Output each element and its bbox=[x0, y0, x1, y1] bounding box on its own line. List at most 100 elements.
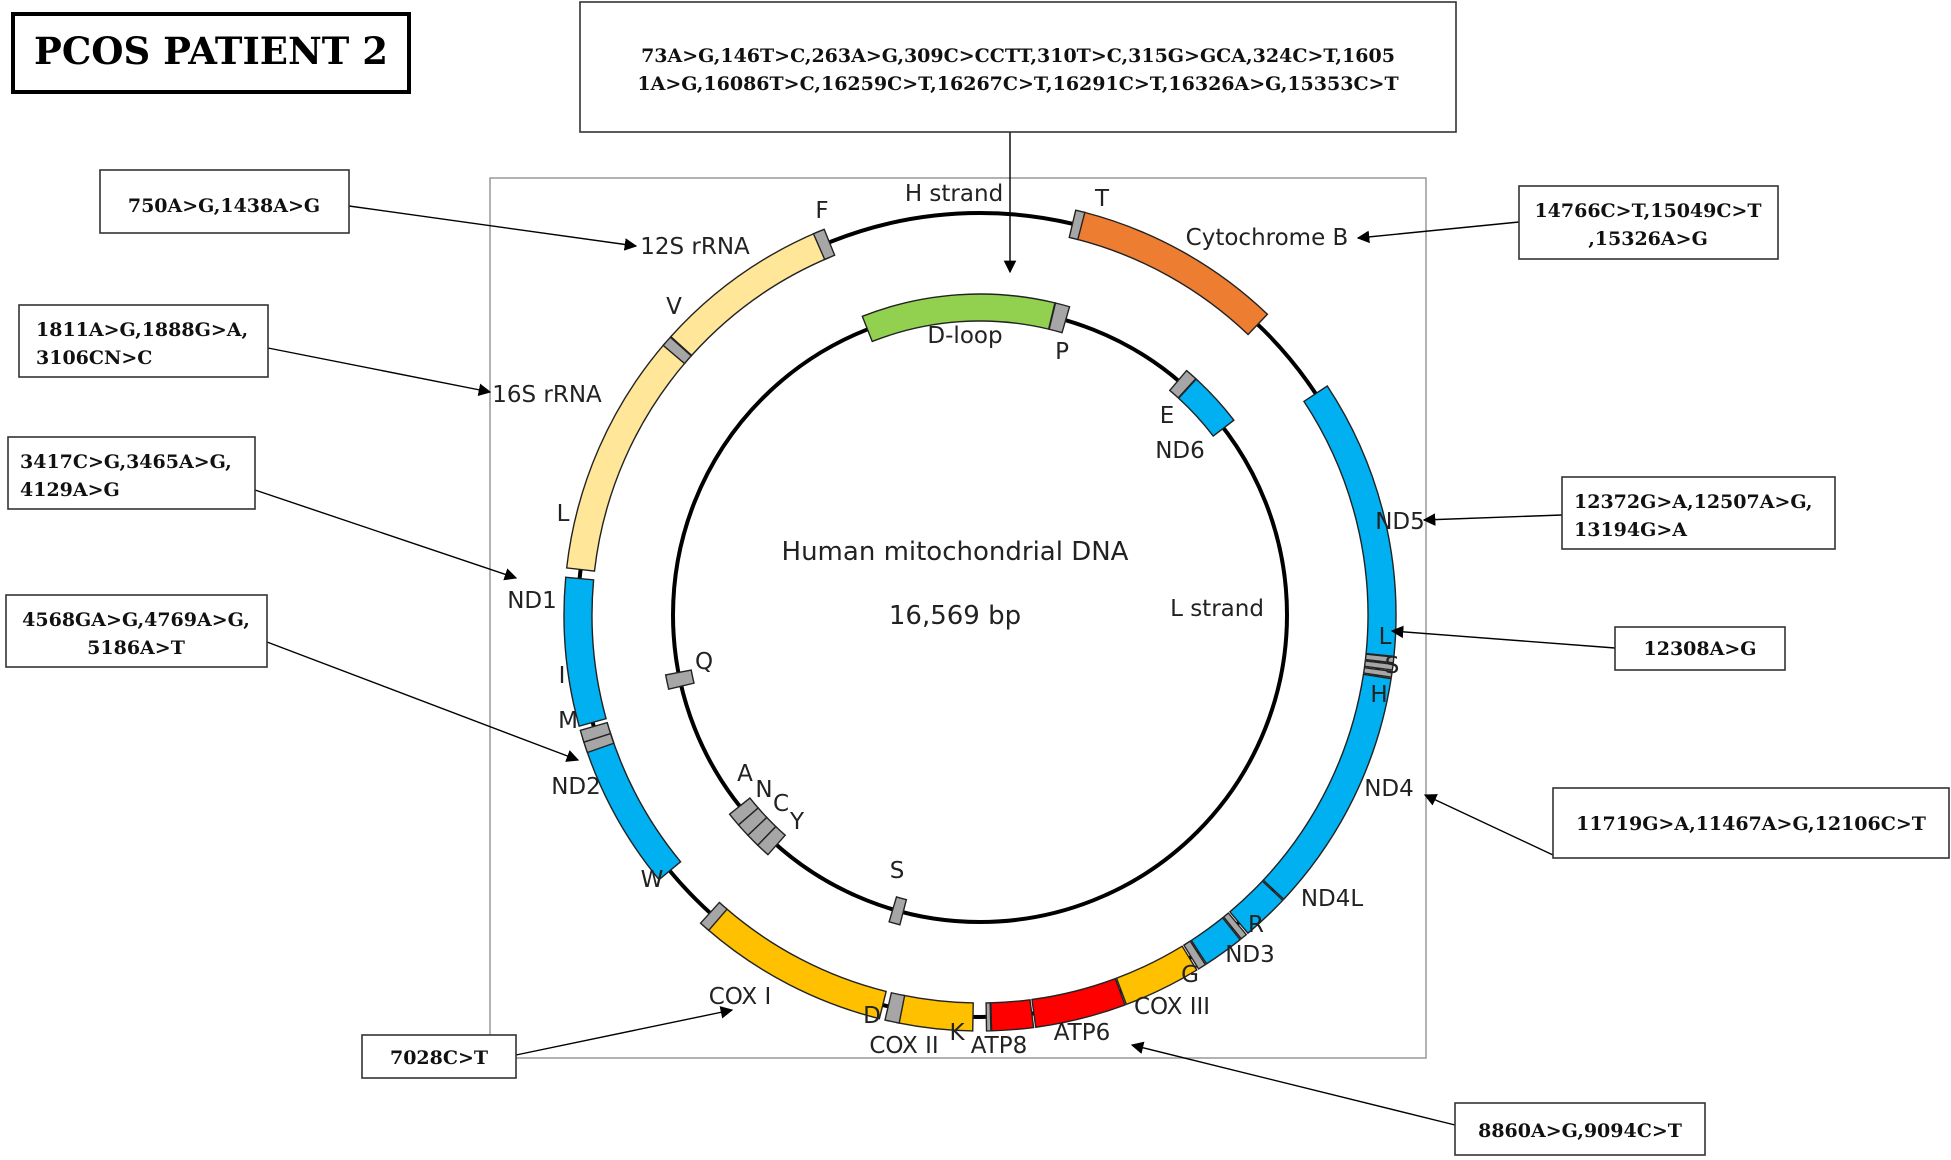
segment-16s-rrna bbox=[565, 342, 688, 572]
mutation-box-dloop: 73A>G,146T>C,263A>G,309C>CCTT,310T>C,315… bbox=[579, 1, 1457, 133]
label-cytochrome-b: Cytochrome B bbox=[1186, 225, 1349, 251]
arrow-cytb bbox=[1356, 221, 1520, 244]
trna-label-p: P bbox=[1055, 339, 1069, 365]
trna-label-m: M bbox=[558, 708, 578, 734]
mutation-box-nd2: 4568GA>G,4769A>G, 5186A>T bbox=[5, 594, 268, 668]
mutation-16s-line1: 1811A>G,1888G>A, bbox=[36, 319, 248, 341]
mutation-nd5-line2: 13194G>A bbox=[1574, 519, 1687, 541]
mutation-trna-l: 12308A>G bbox=[1644, 638, 1757, 660]
trna-label-s1: S bbox=[890, 858, 905, 884]
label-nd6: ND6 bbox=[1155, 438, 1205, 464]
trna-label-n: N bbox=[755, 777, 772, 803]
trna-label-l1: L bbox=[557, 501, 570, 527]
segment-nd4l bbox=[1228, 880, 1284, 935]
trna-label-y: Y bbox=[789, 809, 805, 835]
annotation-arrows bbox=[254, 132, 1616, 1126]
center-title: Human mitochondrial DNA bbox=[782, 537, 1129, 567]
arrow-atp bbox=[1130, 1041, 1456, 1126]
label-cox3: COX III bbox=[1134, 994, 1210, 1020]
mutation-cox1: 7028C>T bbox=[390, 1047, 488, 1069]
segment-cytochrome-b bbox=[1076, 211, 1269, 336]
trna-mark-f bbox=[812, 228, 836, 261]
mutation-box-cox1: 7028C>T bbox=[361, 1034, 517, 1079]
trna-label-l2: L bbox=[1379, 624, 1392, 650]
mutation-box-trna-l: 12308A>G bbox=[1614, 626, 1786, 671]
mutation-nd2-line2: 5186A>T bbox=[87, 637, 185, 659]
segment-atp6 bbox=[1031, 977, 1126, 1029]
trna-mark-q bbox=[664, 669, 695, 691]
trna-label-v: V bbox=[666, 294, 682, 320]
trna-label-r: R bbox=[1248, 912, 1264, 938]
map-frame bbox=[489, 177, 1427, 1059]
mutation-nd1-line2: 4129A>G bbox=[20, 479, 120, 501]
arrow-12s bbox=[348, 205, 638, 251]
trna-mark-w bbox=[699, 901, 728, 932]
label-d-loop: D-loop bbox=[927, 323, 1002, 349]
mutation-12s: 750A>G,1438A>G bbox=[128, 195, 320, 217]
gene-labels: 12S rRNA 16S rRNA ND1 ND2 COX I COX II A… bbox=[492, 225, 1425, 1059]
segment-nd4 bbox=[1262, 673, 1392, 901]
trna-label-q: Q bbox=[695, 649, 713, 675]
mutation-nd1-line1: 3417C>G,3465A>G, bbox=[20, 451, 232, 473]
segment-cox3 bbox=[1115, 945, 1198, 1006]
center-size: 16,569 bp bbox=[889, 601, 1021, 631]
mutation-box-12s: 750A>G,1438A>G bbox=[99, 169, 350, 234]
label-cox2: COX II bbox=[869, 1033, 938, 1059]
trna-label-g: G bbox=[1181, 962, 1199, 988]
segment-nd6 bbox=[1177, 378, 1235, 438]
arrow-nd2 bbox=[266, 641, 580, 762]
trna-label-f: F bbox=[815, 198, 828, 224]
mutation-nd5-line1: 12372G>A,12507A>G, bbox=[1574, 491, 1813, 513]
mutation-cytb-line1: 14766C>T,15049C>T bbox=[1534, 200, 1761, 222]
mutation-box-nd5: 12372G>A,12507A>G, 13194G>A bbox=[1561, 476, 1836, 550]
title-box: PCOS PATIENT 2 bbox=[11, 12, 411, 94]
arrow-nd4 bbox=[1423, 794, 1554, 856]
mutation-cytb-line2: ,15326A>G bbox=[1588, 228, 1708, 250]
trna-mark-v bbox=[662, 336, 693, 365]
trna-mark-s1 bbox=[888, 896, 908, 926]
mutation-dloop-line1: 73A>G,146T>C,263A>G,309C>CCTT,310T>C,315… bbox=[641, 45, 1395, 67]
trna-mark-y bbox=[728, 797, 760, 826]
trna-mark-k bbox=[985, 1002, 992, 1032]
arrow-16s bbox=[267, 347, 492, 396]
mutation-box-cytb: 14766C>T,15049C>T ,15326A>G bbox=[1518, 185, 1779, 260]
label-nd5: ND5 bbox=[1375, 509, 1425, 535]
h-strand-label: H strand bbox=[905, 181, 1003, 207]
label-nd4: ND4 bbox=[1364, 776, 1414, 802]
trna-label-a: A bbox=[737, 761, 753, 787]
trna-mark-h bbox=[1362, 666, 1393, 679]
mutation-box-nd4: 11719G>A,11467A>G,12106C>T bbox=[1552, 787, 1950, 859]
label-atp6: ATP6 bbox=[1054, 1020, 1111, 1046]
trna-mark-r bbox=[1222, 912, 1248, 940]
l-strand-label: L strand bbox=[1170, 596, 1264, 622]
trna-mark-s2 bbox=[1363, 660, 1394, 671]
label-nd1: ND1 bbox=[507, 588, 557, 614]
mutation-nd2-line1: 4568GA>G,4769A>G, bbox=[22, 609, 250, 631]
inner-gene-segments bbox=[664, 293, 1235, 926]
arrow-trna-l bbox=[1390, 625, 1616, 649]
segment-nd1 bbox=[563, 576, 607, 728]
trna-mark-g bbox=[1182, 940, 1207, 970]
trna-mark-e bbox=[1168, 369, 1197, 399]
mutation-atp: 8860A>G,9094C>T bbox=[1478, 1120, 1682, 1142]
trna-mark-l2 bbox=[1364, 653, 1395, 664]
trna-mark-d bbox=[884, 991, 906, 1024]
label-12s-rrna: 12S rRNA bbox=[640, 234, 750, 260]
mutation-nd4: 11719G>A,11467A>G,12106C>T bbox=[1576, 813, 1926, 835]
mutation-box-nd1: 3417C>G,3465A>G, 4129A>G bbox=[7, 436, 256, 510]
outer-gene-segments bbox=[563, 209, 1397, 1032]
trna-label-c: C bbox=[773, 791, 789, 817]
mutation-dloop-line2: 1A>G,16086T>C,16259C>T,16267C>T,16291C>T… bbox=[637, 73, 1398, 95]
mutation-box-atp: 8860A>G,9094C>T bbox=[1454, 1102, 1706, 1156]
trna-mark-m bbox=[583, 732, 615, 754]
mutation-box-16s: 1811A>G,1888G>A, 3106CN>C bbox=[18, 304, 269, 378]
trna-label-t: T bbox=[1094, 186, 1110, 212]
mutation-16s-line2: 3106CN>C bbox=[36, 347, 152, 369]
trna-label-s2: S bbox=[1385, 653, 1400, 679]
trna-label-k: K bbox=[949, 1020, 965, 1046]
trna-mark-i bbox=[579, 721, 612, 744]
label-nd4l: ND4L bbox=[1301, 886, 1364, 912]
segment-nd3 bbox=[1190, 916, 1242, 965]
trna-mark-p bbox=[1048, 302, 1071, 334]
